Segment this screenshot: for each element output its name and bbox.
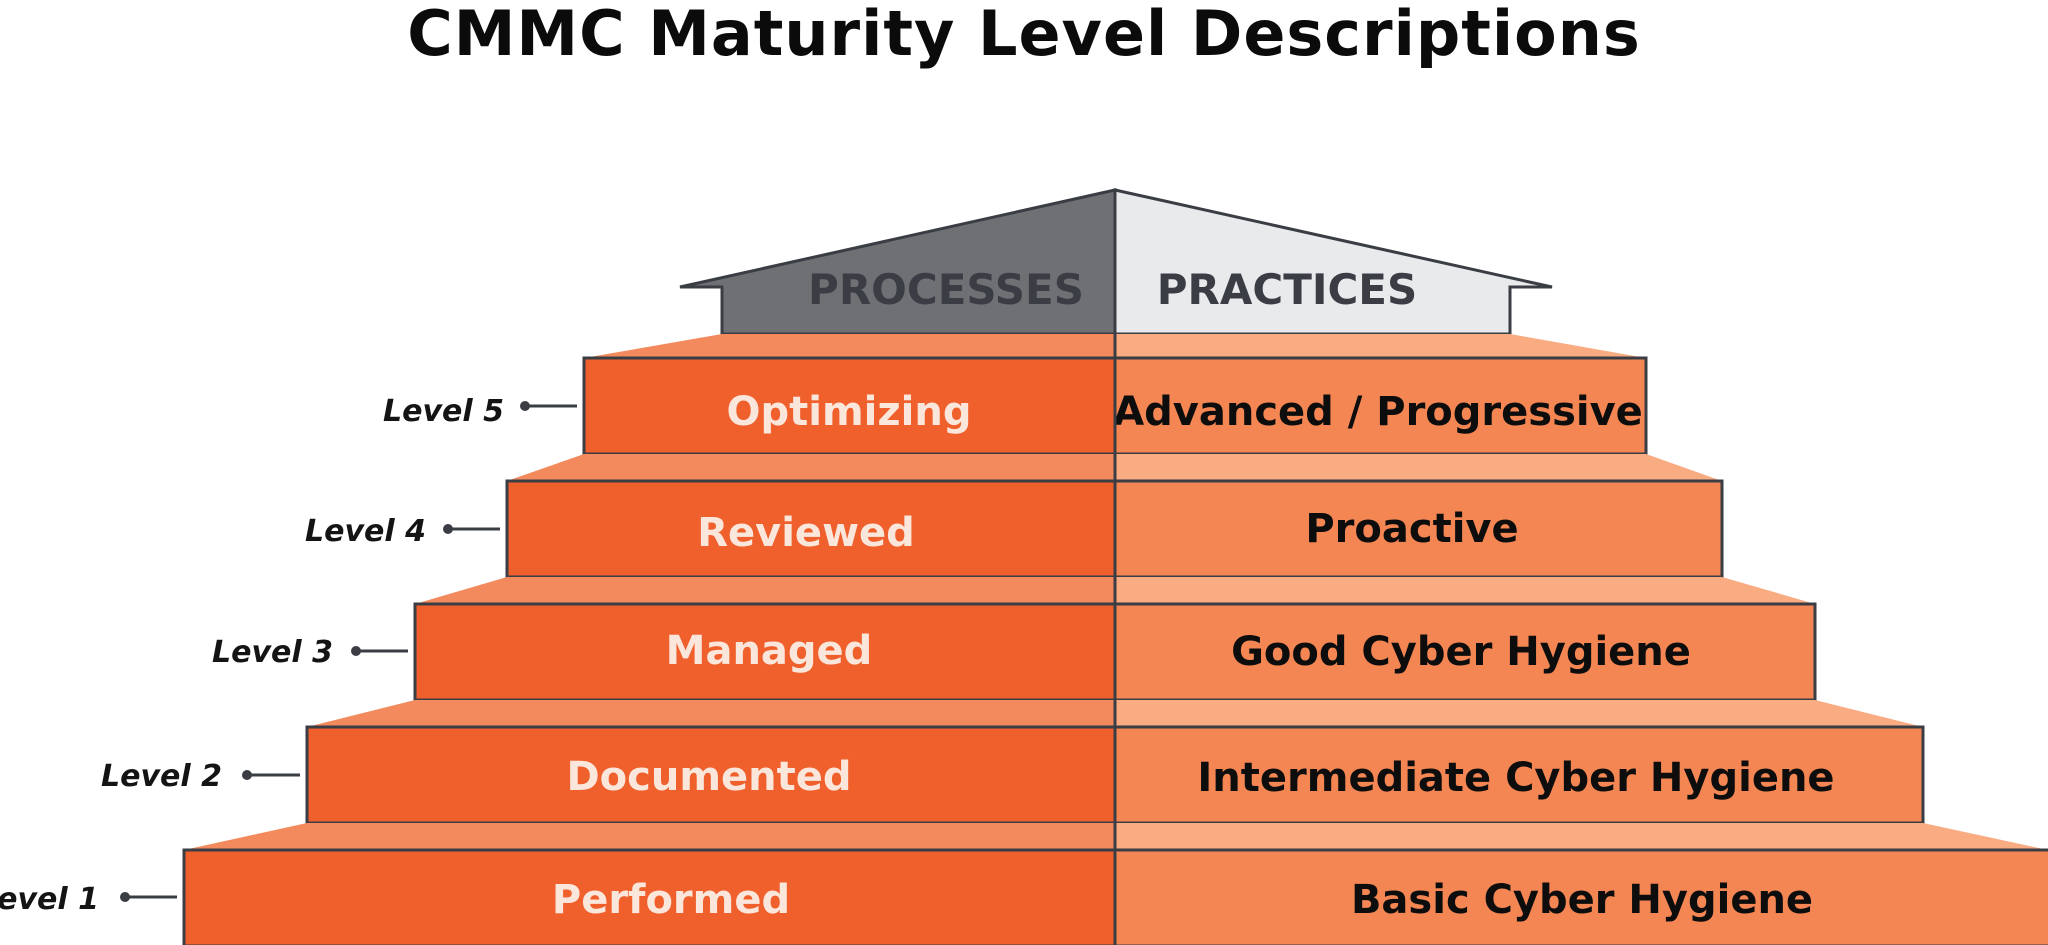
level-label: Level 2 (101, 759, 222, 794)
step-top-process (507, 454, 1115, 481)
level-label: Level 4 (305, 514, 426, 549)
process-box (582, 356, 1117, 456)
process-label: Managed (666, 628, 873, 674)
page-title: CMMC Maturity Level Descriptions (407, 0, 1641, 70)
level-row-5: Optimizing Advanced / Progressive Level … (383, 334, 1648, 456)
process-label: Optimizing (727, 389, 972, 435)
level-row-3: Managed Good Cyber Hygiene Level 3 (212, 577, 1817, 702)
practice-label: Good Cyber Hygiene (1231, 629, 1691, 675)
step-top-practice (1115, 700, 1923, 727)
practice-box (1113, 356, 1648, 456)
level-row-4: Reviewed Proactive Level 4 (305, 454, 1724, 579)
level-label: Level 5 (383, 394, 504, 429)
step-top-practice (1115, 823, 2048, 850)
level-row-2: Documented Intermediate Cyber Hygiene Le… (101, 700, 1925, 825)
step-top-practice (1115, 454, 1722, 481)
practice-label: Advanced / Progressive (1113, 389, 1643, 435)
practice-label: Basic Cyber Hygiene (1351, 877, 1813, 923)
step-top-process (184, 823, 1115, 850)
practice-box (1113, 479, 1724, 579)
roof-label-processes: PROCESSES (808, 265, 1084, 314)
practice-label: Proactive (1305, 506, 1518, 552)
step-top-process (307, 700, 1115, 727)
step-top-practice (1115, 577, 1815, 604)
level-label: Level 1 (0, 882, 99, 917)
step-top-process (415, 577, 1115, 604)
process-label: Performed (552, 877, 790, 923)
step-top-process (584, 334, 1115, 358)
roof: PROCESSES PRACTICES (679, 188, 1553, 336)
process-box (505, 479, 1117, 579)
roof-label-practices: PRACTICES (1157, 265, 1418, 314)
practice-label: Intermediate Cyber Hygiene (1197, 755, 1834, 801)
process-label: Reviewed (697, 510, 915, 556)
process-label: Documented (566, 754, 851, 800)
level-row-1: Performed Basic Cyber Hygiene Level 1 (0, 823, 2048, 945)
practice-box (1113, 725, 1925, 825)
step-top-practice (1115, 334, 1646, 358)
level-label: Level 3 (212, 635, 333, 670)
